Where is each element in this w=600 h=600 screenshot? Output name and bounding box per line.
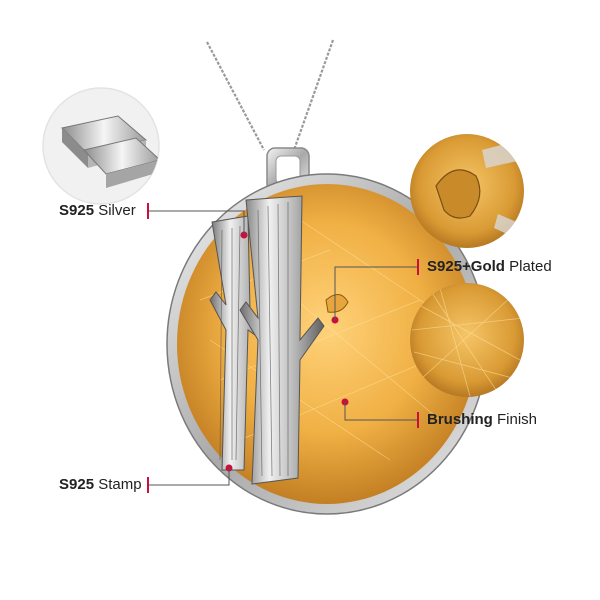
bird-detail: [325, 294, 349, 313]
gold-bird-icon: [410, 134, 524, 248]
stamp-callout-strong: S925: [59, 476, 95, 493]
chain: [206, 39, 335, 151]
brushing-callout-strong: Brushing: [427, 411, 493, 428]
gold-callout-strong: S925+Gold: [427, 258, 505, 275]
silver-callout-strong: S925: [59, 202, 95, 219]
silver-callout-label: S925 Silver: [59, 202, 136, 219]
brushed-texture-icon: [410, 283, 524, 397]
stamp-callout-label: S925 Stamp: [59, 476, 142, 493]
callout-ticks: [147, 203, 419, 493]
stamp-callout-rest: Stamp: [98, 476, 142, 493]
callout-lines: [148, 210, 418, 486]
gold-callout-rest: Plated: [509, 258, 552, 275]
brushing-callout-rest: Finish: [497, 411, 538, 428]
gold-callout-label: S925+Gold Plated: [427, 258, 552, 275]
brushing-callout-label: Brushing Finish: [427, 411, 537, 428]
silver-bars-icon: [42, 87, 160, 205]
silver-callout-rest: Silver: [98, 202, 136, 219]
tree-trunks: [209, 195, 325, 485]
